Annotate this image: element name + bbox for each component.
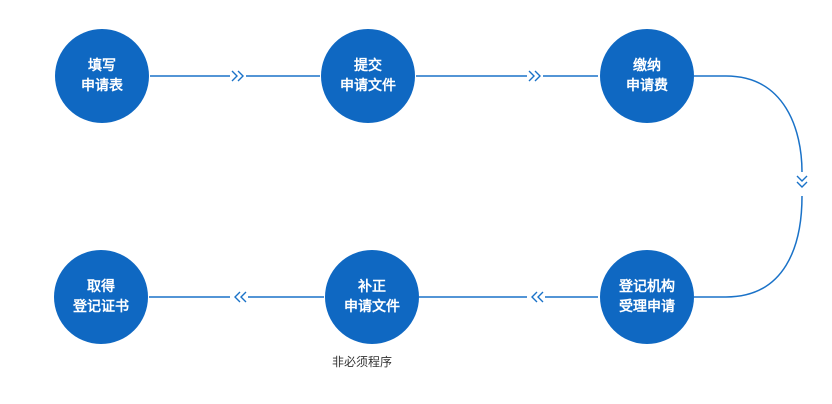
step-supplement-documents: 补正 申请文件 bbox=[325, 250, 419, 344]
double-chevron-left-icon bbox=[234, 291, 247, 303]
step-label-line1: 填写 bbox=[88, 58, 116, 74]
step-label-line2: 申请表 bbox=[81, 78, 123, 94]
step-label-line1: 取得 bbox=[87, 279, 115, 295]
double-chevron-right-icon bbox=[231, 70, 244, 82]
step-obtain-certificate: 取得 登记证书 bbox=[54, 250, 148, 344]
step-label-line2: 申请文件 bbox=[344, 299, 400, 315]
step-submit-documents: 提交 申请文件 bbox=[321, 29, 415, 123]
step-label-line1: 提交 bbox=[354, 58, 382, 74]
step-label-line2: 受理申请 bbox=[619, 299, 675, 315]
step-label-line1: 登记机构 bbox=[619, 279, 675, 295]
step-label-line2: 登记证书 bbox=[73, 299, 129, 315]
step-label-line2: 申请文件 bbox=[340, 78, 396, 94]
connector-pay-to-accept bbox=[694, 75, 803, 298]
step-fill-application-form: 填写 申请表 bbox=[55, 29, 149, 123]
step-label-line1: 缴纳 bbox=[633, 58, 661, 74]
step-pay-fee: 缴纳 申请费 bbox=[600, 29, 694, 123]
step-registry-accepts: 登记机构 受理申请 bbox=[600, 250, 694, 344]
double-chevron-right-icon bbox=[528, 70, 541, 82]
optional-step-note: 非必须程序 bbox=[332, 355, 393, 369]
step-label-line2: 申请费 bbox=[626, 78, 668, 94]
step-label-line1: 补正 bbox=[358, 279, 386, 295]
double-chevron-down-icon bbox=[796, 175, 808, 188]
double-chevron-left-icon bbox=[531, 291, 544, 303]
